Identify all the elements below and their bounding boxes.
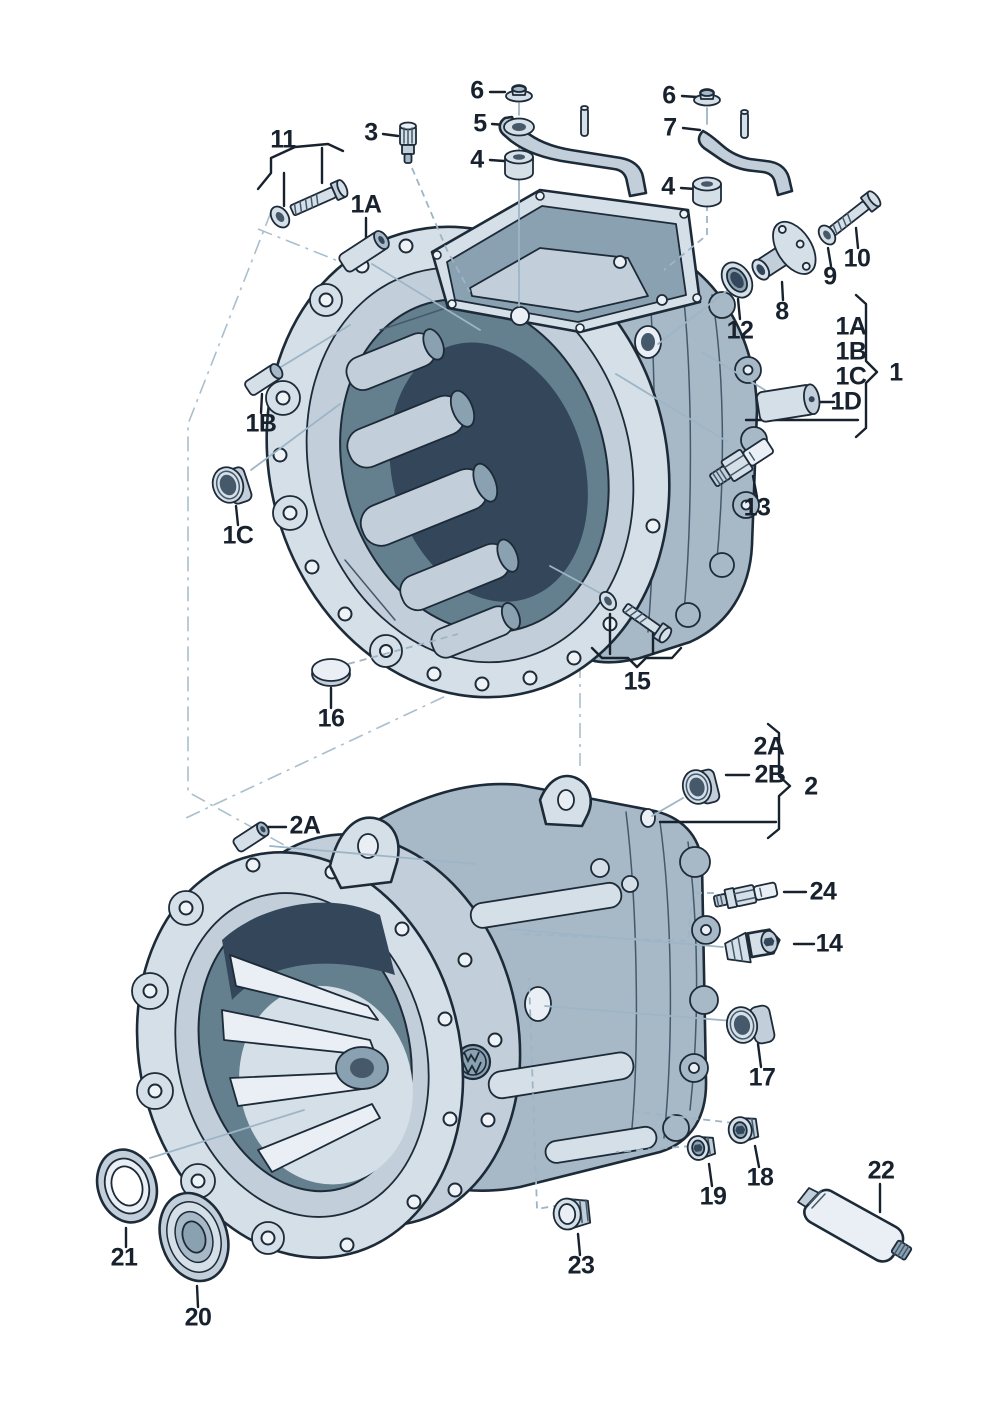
part-sleeve-2A <box>232 821 270 853</box>
group-braces <box>256 142 879 840</box>
part-sleeve-1A <box>338 230 390 273</box>
callout-19[interactable]: 19 <box>699 1182 727 1211</box>
callout-7[interactable]: 7 <box>663 113 677 142</box>
callout-2A[interactable]: 2A <box>753 732 785 761</box>
part-plug-17 <box>725 1004 776 1045</box>
part-bushing-1C <box>211 466 253 505</box>
callout-1A[interactable]: 1A <box>350 190 382 219</box>
callout-4[interactable]: 4 <box>661 172 675 201</box>
part-switch-13 <box>709 438 774 487</box>
part-plug-18 <box>727 1116 760 1144</box>
top-pan-flange <box>430 188 702 334</box>
callout-1[interactable]: 1 <box>889 358 903 387</box>
part-sleeve-1B <box>244 363 284 396</box>
callout-1C[interactable]: 1C <box>222 521 254 550</box>
callout-1B[interactable]: 1B <box>835 337 867 366</box>
part-flange-8 <box>751 220 817 281</box>
part-bushing-4-right <box>692 176 722 208</box>
callout-15[interactable]: 15 <box>623 667 651 696</box>
callout-2B[interactable]: 2B <box>754 760 786 789</box>
callout-18[interactable]: 18 <box>746 1163 774 1192</box>
callout-8[interactable]: 8 <box>775 297 789 326</box>
part-washer-15 <box>598 590 618 612</box>
callout-11[interactable]: 11 <box>270 125 296 154</box>
part-nut-6-right <box>693 88 721 107</box>
gear-housing-art <box>265 188 768 699</box>
bell-bolt-holes <box>142 857 458 1253</box>
part-bolt-11 <box>289 179 349 217</box>
top-ear-lug <box>328 774 592 890</box>
callout-22[interactable]: 22 <box>867 1156 895 1185</box>
callout-24[interactable]: 24 <box>809 877 837 906</box>
part-bracket-7 <box>697 109 794 197</box>
internal-shafts <box>345 328 521 659</box>
callout-20[interactable]: 20 <box>184 1303 212 1332</box>
callout-17[interactable]: 17 <box>748 1063 776 1092</box>
part-nut-6-left <box>505 84 533 103</box>
part-switch-24 <box>712 881 779 910</box>
clutch-housing-art <box>131 774 721 1259</box>
part-sealant-tube-22 <box>797 1187 913 1263</box>
callout-1B[interactable]: 1B <box>245 409 277 438</box>
part-bushing-2B <box>681 768 721 805</box>
leader-lines-light <box>149 102 766 1211</box>
callout-2[interactable]: 2 <box>804 772 818 801</box>
callout-1A[interactable]: 1A <box>835 312 867 341</box>
part-bolt-10 <box>828 190 882 237</box>
callout-13[interactable]: 13 <box>743 493 771 522</box>
callout-9[interactable]: 9 <box>823 262 837 291</box>
part-bushing-4-left <box>504 149 534 181</box>
bell-interior-ribs <box>221 954 389 1173</box>
callout-1C[interactable]: 1C <box>835 362 867 391</box>
body-ribs <box>469 858 658 1164</box>
callout-2A[interactable]: 2A <box>289 811 321 840</box>
part-washer-11 <box>269 205 291 229</box>
callout-3[interactable]: 3 <box>364 118 378 147</box>
part-plug-23 <box>552 1197 592 1231</box>
part-washer-9 <box>817 224 837 246</box>
callout-6[interactable]: 6 <box>470 76 484 105</box>
leader-ticks-dark <box>124 90 882 1309</box>
callout-6[interactable]: 6 <box>662 81 676 110</box>
part-seal-12 <box>720 261 754 299</box>
part-seal-ring-21 <box>95 1148 159 1224</box>
part-bolt-15 <box>622 603 673 644</box>
callout-5[interactable]: 5 <box>473 109 487 138</box>
part-sensor-3 <box>399 121 417 164</box>
part-lever-5 <box>498 105 648 198</box>
callout-4[interactable]: 4 <box>470 145 484 174</box>
callout-10[interactable]: 10 <box>843 244 871 273</box>
part-dowel-1D <box>755 383 821 423</box>
callout-16[interactable]: 16 <box>317 704 345 733</box>
callout-14[interactable]: 14 <box>815 929 843 958</box>
callout-21[interactable]: 21 <box>110 1243 138 1272</box>
callout-1D[interactable]: 1D <box>830 387 862 416</box>
flange-bolt-holes <box>272 238 661 692</box>
part-plug-19 <box>686 1135 717 1161</box>
callout-23[interactable]: 23 <box>567 1251 595 1280</box>
part-cap-16 <box>311 658 351 687</box>
part-cap-20 <box>158 1191 230 1283</box>
vw-logo-icon <box>454 1043 492 1081</box>
callout-12[interactable]: 12 <box>726 316 754 345</box>
part-plug-14 <box>724 928 781 964</box>
